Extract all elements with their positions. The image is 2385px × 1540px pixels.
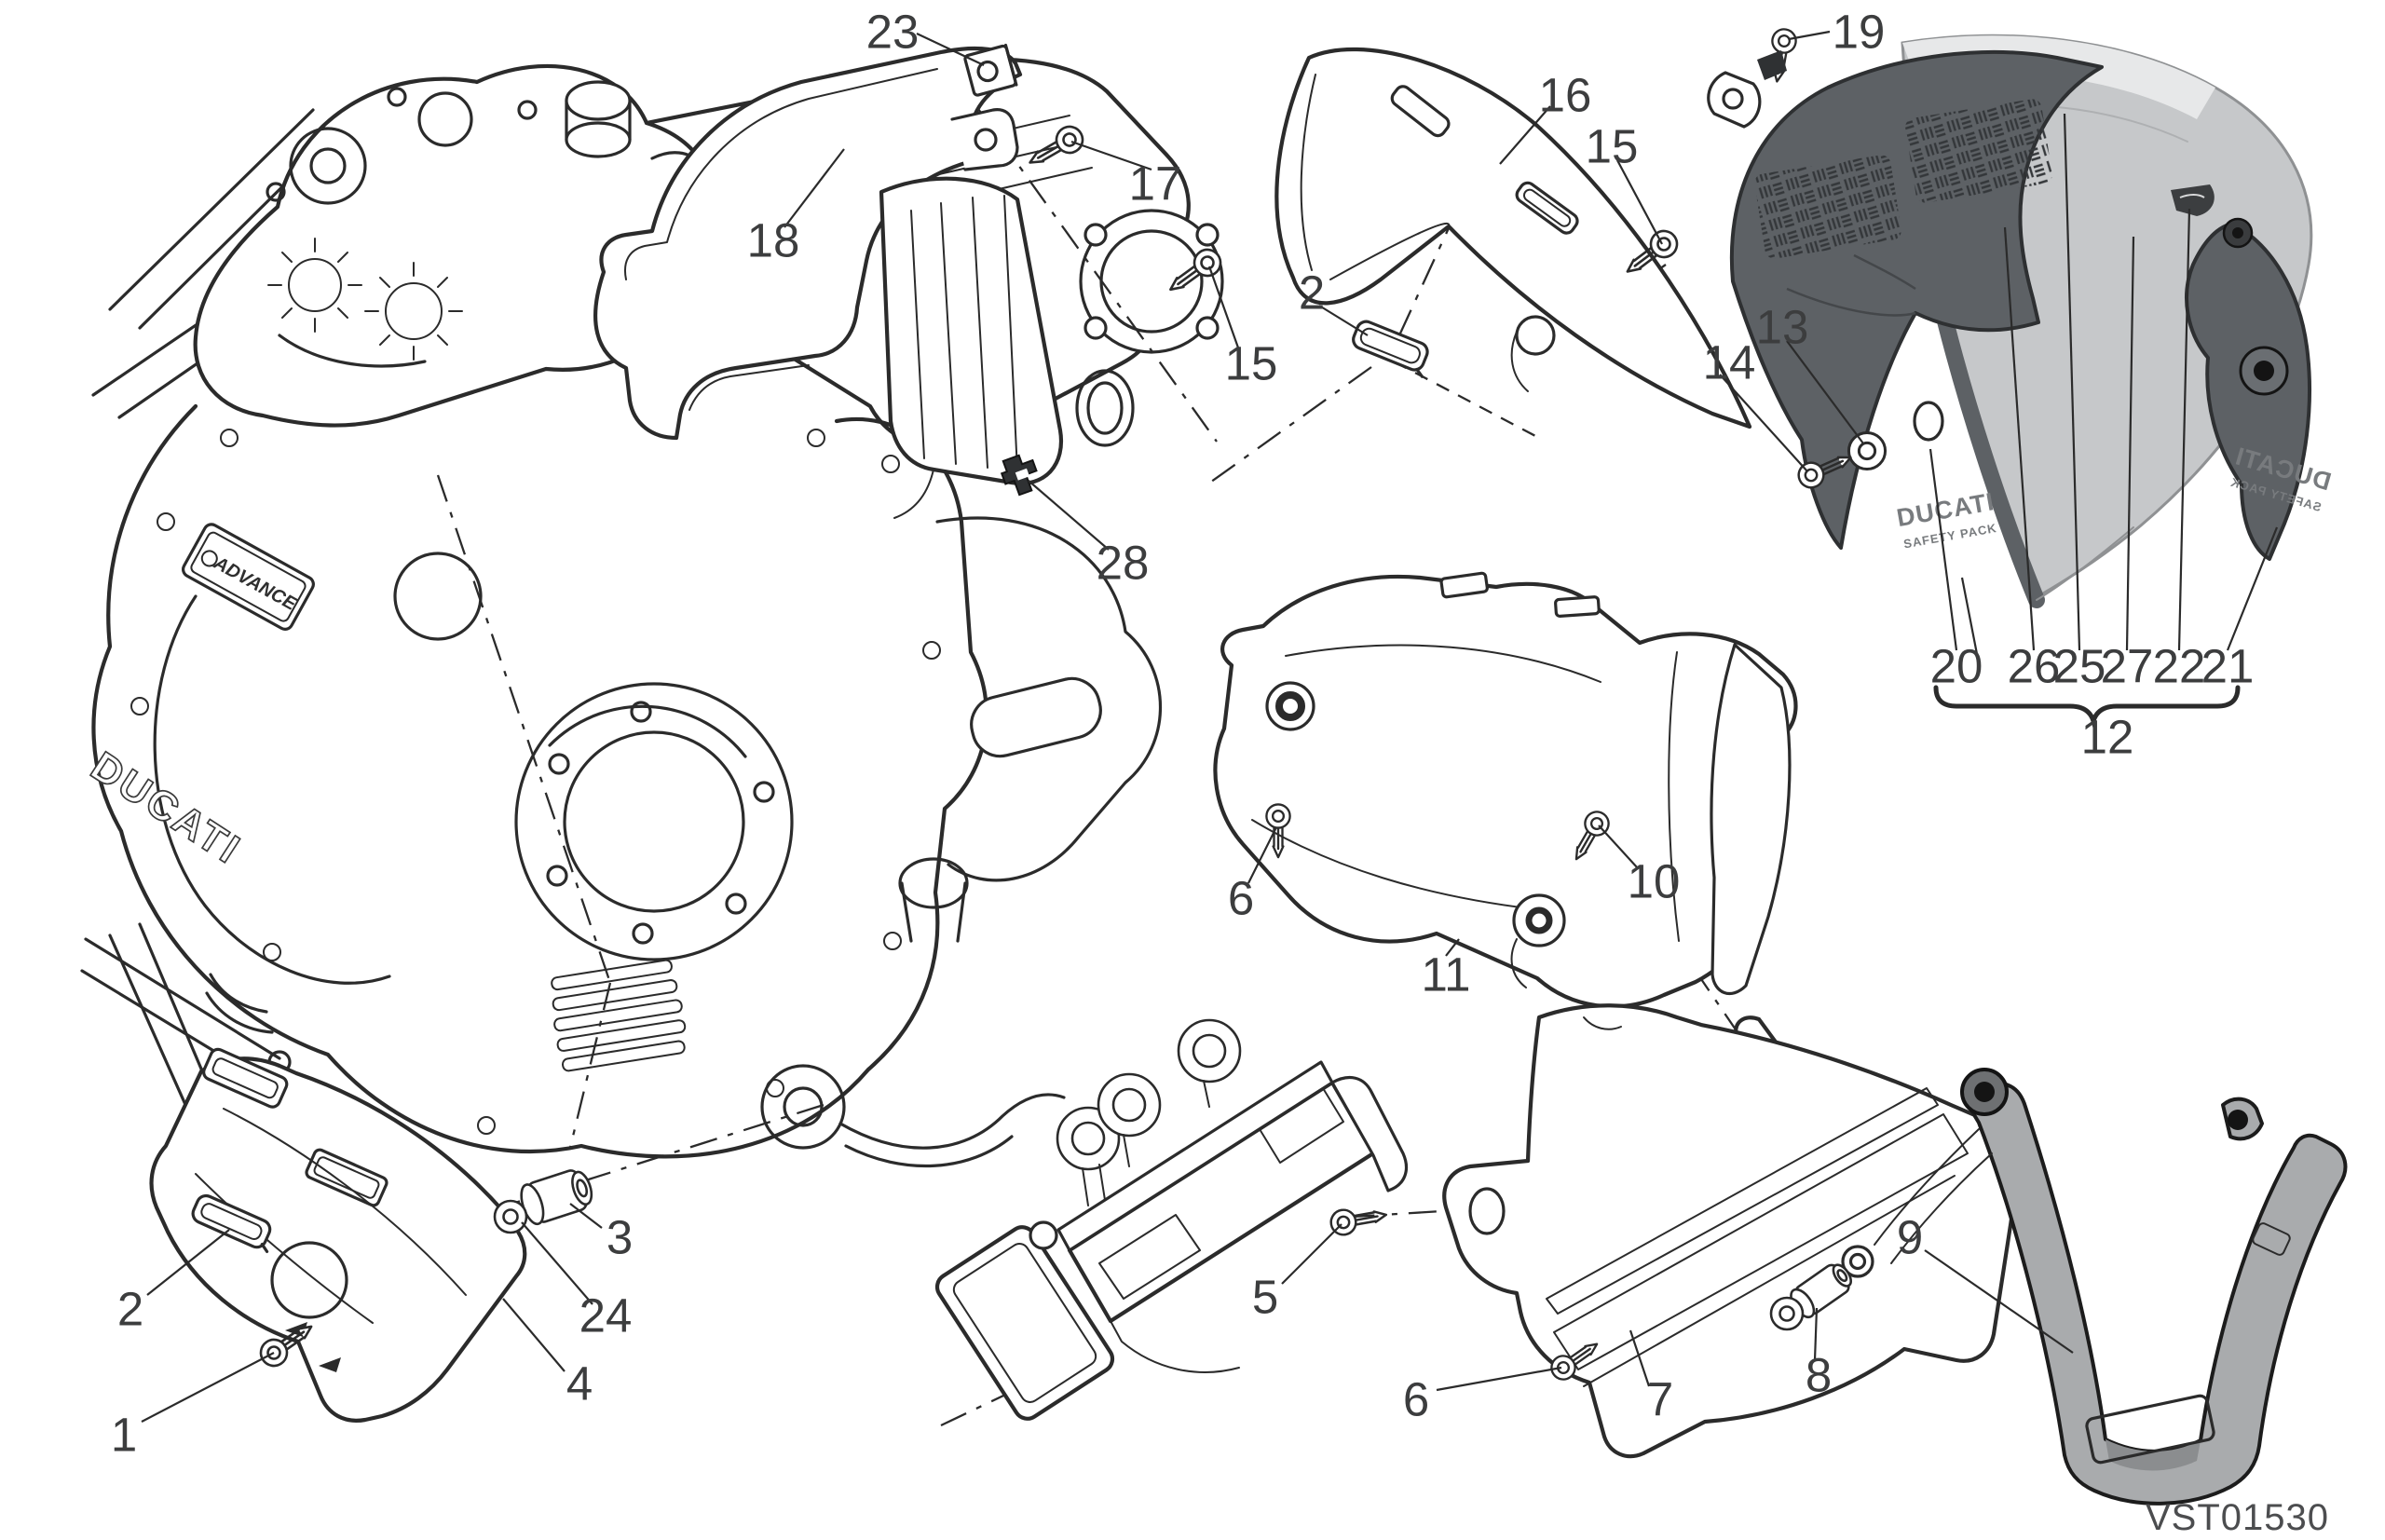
bracket-knurl-pad bbox=[2085, 1394, 2215, 1465]
callout-13-22: 13 bbox=[1755, 300, 1809, 354]
part-8-spacer bbox=[1769, 1263, 1853, 1331]
part-7-lower-panel bbox=[1442, 1003, 2024, 1459]
callout-2-1: 2 bbox=[116, 1282, 144, 1336]
engine-spec-plate: ADVANCE bbox=[182, 523, 315, 631]
callout-14-23: 14 bbox=[1702, 335, 1756, 389]
callout-7-7: 7 bbox=[1646, 1372, 1674, 1426]
callout-12-30: 12 bbox=[2080, 710, 2134, 764]
part-11-mid-panel bbox=[1213, 571, 1798, 1009]
ducati-badge bbox=[2171, 184, 2215, 216]
part-2-pad-lower bbox=[191, 1193, 272, 1253]
callout-17-16: 17 bbox=[1128, 157, 1182, 211]
callout-26-25: 26 bbox=[2007, 639, 2061, 693]
callout-3-2: 3 bbox=[606, 1210, 634, 1264]
diagram-code: VST01530 bbox=[2146, 1497, 2329, 1538]
callout-10-12: 10 bbox=[1627, 854, 1681, 908]
callout-9-9: 9 bbox=[1896, 1210, 1924, 1264]
belt-cover-bosses bbox=[267, 238, 463, 361]
callout-23-15: 23 bbox=[865, 5, 920, 59]
callout-24-3: 24 bbox=[579, 1288, 633, 1342]
radiator bbox=[934, 1018, 1409, 1421]
part-4-side-panel bbox=[149, 1047, 527, 1423]
clutch-cover bbox=[514, 682, 794, 961]
knurl-patch-left bbox=[1754, 155, 1901, 259]
knurl-patch-right bbox=[1905, 99, 2052, 203]
callout-15-17: 15 bbox=[1224, 336, 1278, 390]
callout-6-6: 6 bbox=[1402, 1372, 1430, 1426]
part-2-pad-upper bbox=[1352, 320, 1429, 378]
callout-28-13: 28 bbox=[1096, 536, 1150, 590]
leader-lines bbox=[141, 30, 2279, 1423]
callout-21-29: 21 bbox=[2201, 639, 2255, 693]
part-18-belt-cover-outer bbox=[593, 46, 1023, 441]
callout-20-24: 20 bbox=[1929, 639, 1983, 693]
part-23-clip bbox=[963, 43, 1018, 97]
callout-11-11: 11 bbox=[1421, 947, 1471, 1002]
callout-19-21: 19 bbox=[1832, 5, 1886, 59]
callout-5-5: 5 bbox=[1251, 1270, 1279, 1324]
callout-16-19: 16 bbox=[1538, 68, 1592, 122]
part-9-u-bracket bbox=[1841, 1068, 2348, 1506]
callout-27-27: 27 bbox=[2100, 639, 2154, 693]
group-12-brace bbox=[1933, 685, 2241, 729]
part-19-clamp bbox=[1707, 50, 1787, 129]
oil-cooler-fins bbox=[551, 959, 687, 1072]
callout-18-14: 18 bbox=[746, 213, 800, 267]
part-3-bushing bbox=[520, 1169, 593, 1226]
callout-2-18: 2 bbox=[1298, 266, 1326, 320]
callout-1-0: 1 bbox=[110, 1408, 138, 1462]
callout-25-26: 25 bbox=[2052, 639, 2106, 693]
throttle-flange bbox=[1079, 209, 1224, 354]
part-16-side-panel bbox=[1274, 47, 1752, 429]
part-12-windshield-assembly: DUCATI SAFETY PACK DUCATI SAFETY PACK bbox=[1707, 26, 2335, 608]
callout-22-28: 22 bbox=[2152, 639, 2206, 693]
part-ribbed-inner-cover bbox=[879, 176, 1064, 519]
callout-6-10: 6 bbox=[1227, 871, 1255, 925]
callout-8-8: 8 bbox=[1805, 1348, 1833, 1402]
part-10-hardware bbox=[1510, 806, 1615, 988]
callout-15-20: 15 bbox=[1585, 119, 1639, 173]
callout-4-4: 4 bbox=[566, 1356, 593, 1411]
part-28-clip bbox=[1000, 454, 1038, 497]
